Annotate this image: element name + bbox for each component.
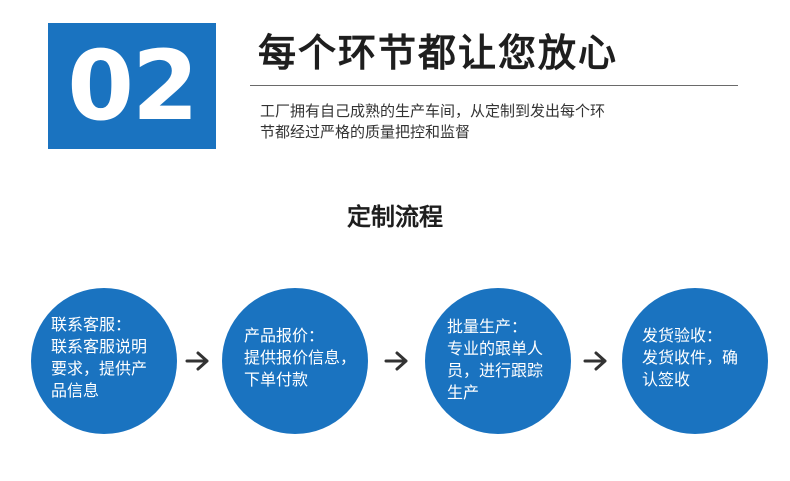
arrow-right-icon bbox=[583, 351, 607, 371]
process-step-line: 联系客服说明 bbox=[51, 337, 148, 356]
process-step-line: 员，进行跟踪 bbox=[447, 361, 544, 380]
process-step-delivery: 发货验收： 发货收件，确 认签收 bbox=[622, 288, 768, 434]
process-step-line: 生产 bbox=[447, 383, 480, 402]
process-step-heading: 发货验收： bbox=[642, 326, 723, 345]
process-step-line: 专业的跟单人 bbox=[447, 339, 544, 358]
step-number: 02 bbox=[67, 30, 199, 142]
process-step-text: 联系客服： 联系客服说明 要求，提供产 品信息 bbox=[51, 314, 163, 402]
process-step-line: 发货收件，确 bbox=[642, 348, 739, 367]
process-step-text: 发货验收： 发货收件，确 认签收 bbox=[642, 325, 754, 391]
arrow-right-icon bbox=[185, 351, 209, 371]
process-step-text: 产品报价： 提供报价信息， 下单付款 bbox=[244, 325, 364, 391]
page-headline: 每个环节都让您放心 bbox=[258, 31, 619, 75]
process-step-line: 认签收 bbox=[642, 370, 691, 389]
step-number-badge: 02 bbox=[48, 23, 216, 149]
process-step-heading: 批量生产： bbox=[447, 317, 528, 336]
process-step-heading: 产品报价： bbox=[244, 326, 325, 345]
process-step-contact: 联系客服： 联系客服说明 要求，提供产 品信息 bbox=[31, 288, 177, 434]
description-line-1: 工厂拥有自己成熟的生产车间，从定制到发出每个环 bbox=[260, 102, 606, 120]
process-step-heading: 联系客服： bbox=[51, 315, 132, 334]
process-step-line: 品信息 bbox=[51, 381, 100, 400]
arrow-right-icon bbox=[384, 351, 408, 371]
process-step-quote: 产品报价： 提供报价信息， 下单付款 bbox=[222, 288, 368, 434]
process-step-line: 要求，提供产 bbox=[51, 359, 148, 378]
headline-divider bbox=[250, 85, 738, 86]
process-step-production: 批量生产： 专业的跟单人 员，进行跟踪 生产 bbox=[425, 288, 571, 434]
description: 工厂拥有自己成熟的生产车间，从定制到发出每个环 节都经过严格的质量把控和监督 bbox=[260, 101, 730, 143]
process-step-line: 提供报价信息， bbox=[244, 348, 357, 367]
process-step-line: 下单付款 bbox=[244, 370, 309, 389]
process-step-text: 批量生产： 专业的跟单人 员，进行跟踪 生产 bbox=[447, 316, 559, 404]
description-line-2: 节都经过严格的质量把控和监督 bbox=[260, 123, 471, 141]
process-title: 定制流程 bbox=[347, 203, 443, 231]
